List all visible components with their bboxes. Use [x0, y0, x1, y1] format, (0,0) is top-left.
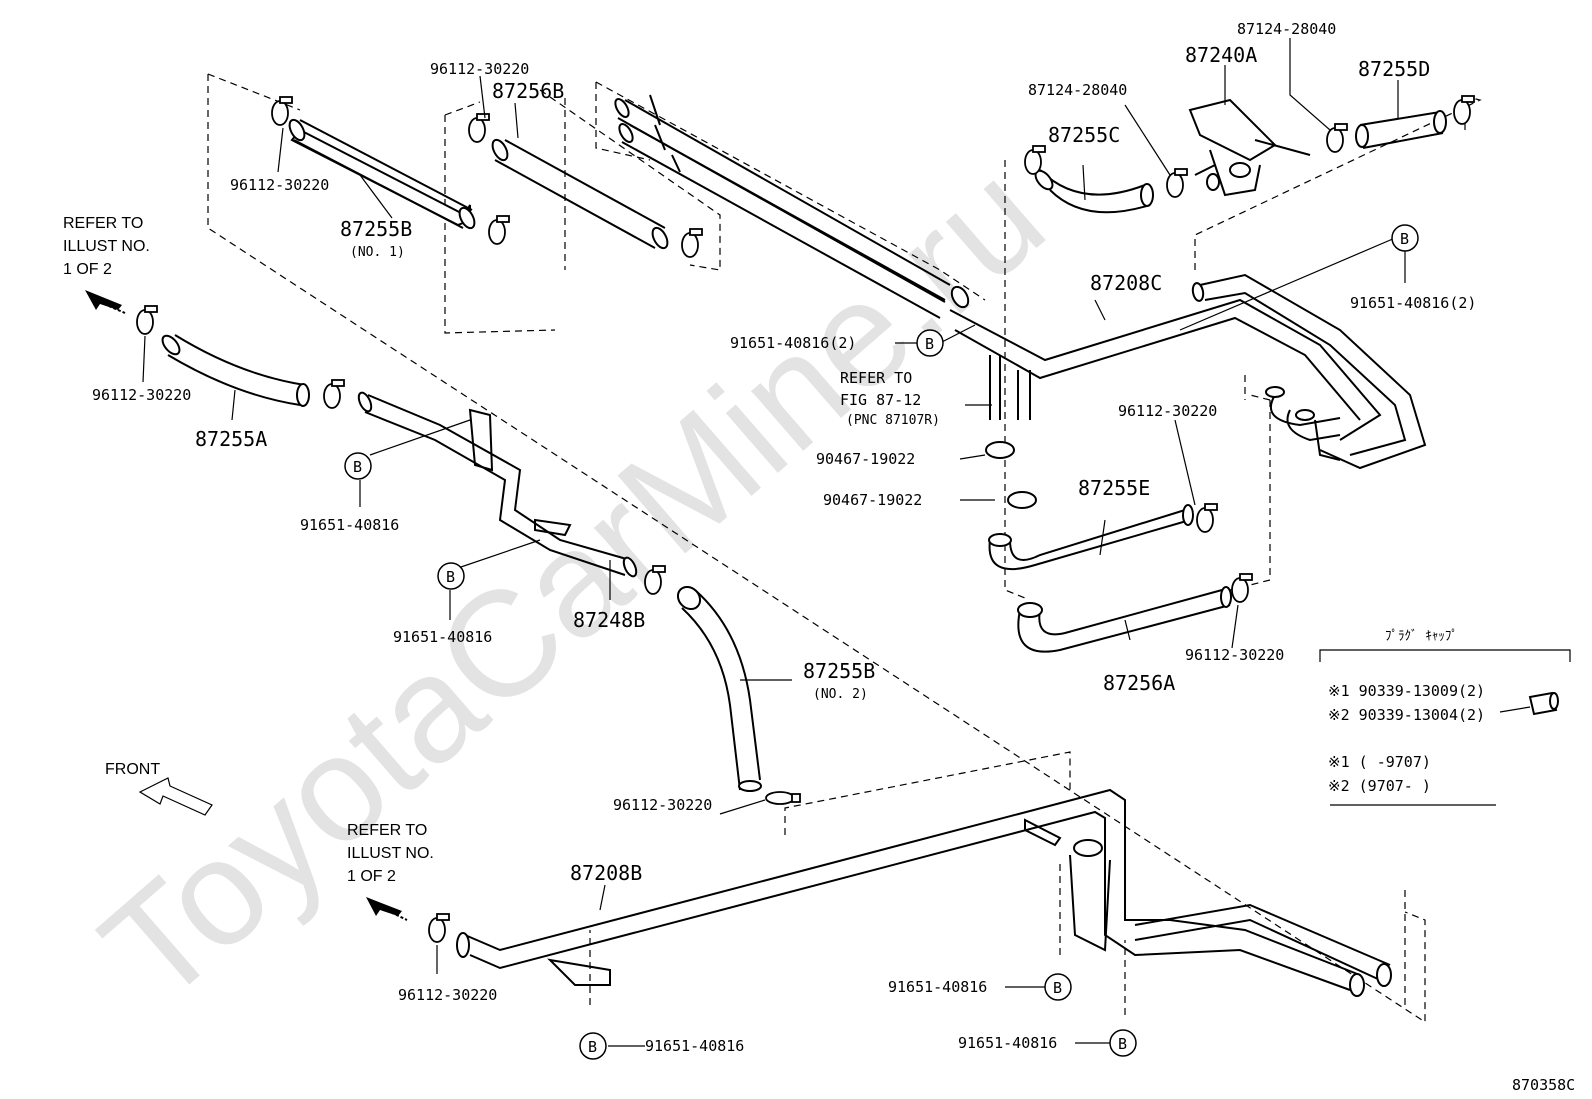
- plug-cap-legend: ﾌﾟﾗｸﾞ ｷｬｯﾌﾟ ※1 90339-13009(2) ※2 90339-1…: [1319, 629, 1571, 806]
- clamp: [323, 379, 345, 409]
- front-arrow-icon: [138, 777, 213, 816]
- clamp: [1453, 95, 1475, 125]
- clamp: [468, 113, 490, 143]
- svg-text:REFER TO: REFER TO: [347, 822, 427, 839]
- legend-title: ﾌﾟﾗｸﾞ ｷｬｯﾌﾟ: [1385, 629, 1458, 644]
- callout-b: B: [579, 1032, 607, 1060]
- clamp: [1024, 145, 1046, 175]
- dashed-boundaries: [207, 73, 1482, 1024]
- hoses: [161, 94, 1447, 997]
- svg-text:(PNC 87107R): (PNC 87107R): [846, 413, 940, 428]
- svg-text:FIG 87-12: FIG 87-12: [840, 391, 921, 409]
- label-87240a: 87240A: [1185, 43, 1257, 67]
- label-87255a: 87255A: [195, 427, 267, 451]
- label-91651-left-upper: 91651-40816: [300, 516, 399, 534]
- legend-note1: ※1 ( -9707): [1328, 753, 1431, 771]
- svg-text:ILLUST NO.: ILLUST NO.: [63, 238, 150, 255]
- label-91651-top2: 91651-40816(2): [730, 334, 856, 352]
- label-87255e: 87255E: [1078, 476, 1150, 500]
- callout-b: B: [437, 562, 465, 590]
- svg-text:ILLUST NO.: ILLUST NO.: [347, 845, 434, 862]
- hose-clamps: [136, 95, 1475, 943]
- label-87208c: 87208C: [1090, 271, 1162, 295]
- label-87255d: 87255D: [1358, 57, 1430, 81]
- clamp: [681, 228, 703, 258]
- callout-b: B: [916, 329, 944, 357]
- callout-markers: B B B B B B B: [344, 224, 1419, 1060]
- label-91651-left-lower: 91651-40816: [393, 628, 492, 646]
- label-90467-upper: 90467-19022: [816, 450, 915, 468]
- watermark: ToyotaCarMine.ru: [71, 131, 1075, 1034]
- label-96112-right-lower: 96112-30220: [1185, 646, 1284, 664]
- label-87248b: 87248B: [573, 608, 645, 632]
- pipe-87208c: [949, 298, 1382, 441]
- callout-b: B: [1109, 1029, 1137, 1057]
- label-no2: (NO. 2): [813, 687, 868, 702]
- legend-row1: ※1 90339-13009(2): [1328, 682, 1485, 700]
- label-87256b: 87256B: [492, 79, 564, 103]
- clamp: [271, 96, 293, 126]
- svg-text:B: B: [1400, 230, 1409, 248]
- label-87208b: 87208B: [570, 861, 642, 885]
- svg-text:B: B: [925, 335, 934, 353]
- clamp: [1231, 573, 1253, 603]
- clamp: [644, 565, 666, 595]
- clamp: [136, 305, 158, 335]
- label-91651-bot-mid: 91651-40816: [888, 978, 987, 996]
- label-91651-bot-left: 91651-40816: [645, 1037, 744, 1055]
- label-87256a: 87256A: [1103, 671, 1175, 695]
- svg-text:B: B: [353, 458, 362, 476]
- legend-note2: ※2 (9707- ): [1328, 777, 1431, 795]
- clamp: [1166, 168, 1188, 198]
- svg-text:1 OF 2: 1 OF 2: [347, 868, 396, 885]
- clamp: [765, 791, 801, 805]
- svg-text:REFER TO: REFER TO: [840, 369, 912, 387]
- label-96112-right-upper: 96112-30220: [1118, 402, 1217, 420]
- label-90467-lower: 90467-19022: [823, 491, 922, 509]
- label-96112-topmid: 96112-30220: [430, 60, 529, 78]
- label-91651-right2: 91651-40816(2): [1350, 294, 1476, 312]
- label-96112-bottom: 96112-30220: [398, 986, 497, 1004]
- callout-b: B: [1391, 224, 1419, 252]
- svg-text:REFER TO: REFER TO: [63, 215, 143, 232]
- clamp: [1196, 503, 1218, 533]
- label-87124-left: 87124-28040: [1028, 81, 1127, 99]
- svg-text:B: B: [446, 568, 455, 586]
- pipe-87208b: [464, 788, 1361, 976]
- svg-text:1 OF 2: 1 OF 2: [63, 261, 112, 278]
- label-87255b-no1: 87255B: [340, 217, 412, 241]
- clamp: [488, 215, 510, 245]
- svg-text:B: B: [1118, 1035, 1127, 1053]
- arrows: [85, 290, 408, 921]
- legend-row2: ※2 90339-13004(2): [1328, 706, 1485, 724]
- refer-top: REFER TO ILLUST NO. 1 OF 2: [63, 215, 150, 278]
- label-87255c: 87255C: [1048, 123, 1120, 147]
- callout-b: B: [1044, 973, 1072, 1001]
- label-96112-mid: 96112-30220: [613, 796, 712, 814]
- clamp: [428, 913, 450, 943]
- label-96112-left: 96112-30220: [92, 386, 191, 404]
- label-87124-right: 87124-28040: [1237, 20, 1336, 38]
- leader-lines: [142, 38, 1406, 1047]
- front-label: FRONT: [105, 761, 160, 778]
- part-labels: 96112-30220 87255B (NO. 1) 96112-30220 8…: [92, 20, 1476, 1055]
- callout-b: B: [344, 452, 372, 480]
- refer-arrow-bottom-icon: [366, 897, 404, 918]
- svg-text:B: B: [1053, 979, 1062, 997]
- clamp: [1326, 123, 1348, 153]
- label-87255b-no2: 87255B: [803, 659, 875, 683]
- figure-code: 870358C: [1512, 1076, 1575, 1094]
- refer-bottom: REFER TO ILLUST NO. 1 OF 2: [347, 822, 434, 885]
- svg-text:B: B: [588, 1038, 597, 1056]
- refer-arrow-top-icon: [85, 290, 124, 312]
- label-96112-topleft: 96112-30220: [230, 176, 329, 194]
- refer-fig: REFER TO FIG 87-12 (PNC 87107R): [840, 369, 940, 428]
- label-no1: (NO. 1): [350, 245, 405, 260]
- label-91651-bot-right: 91651-40816: [958, 1034, 1057, 1052]
